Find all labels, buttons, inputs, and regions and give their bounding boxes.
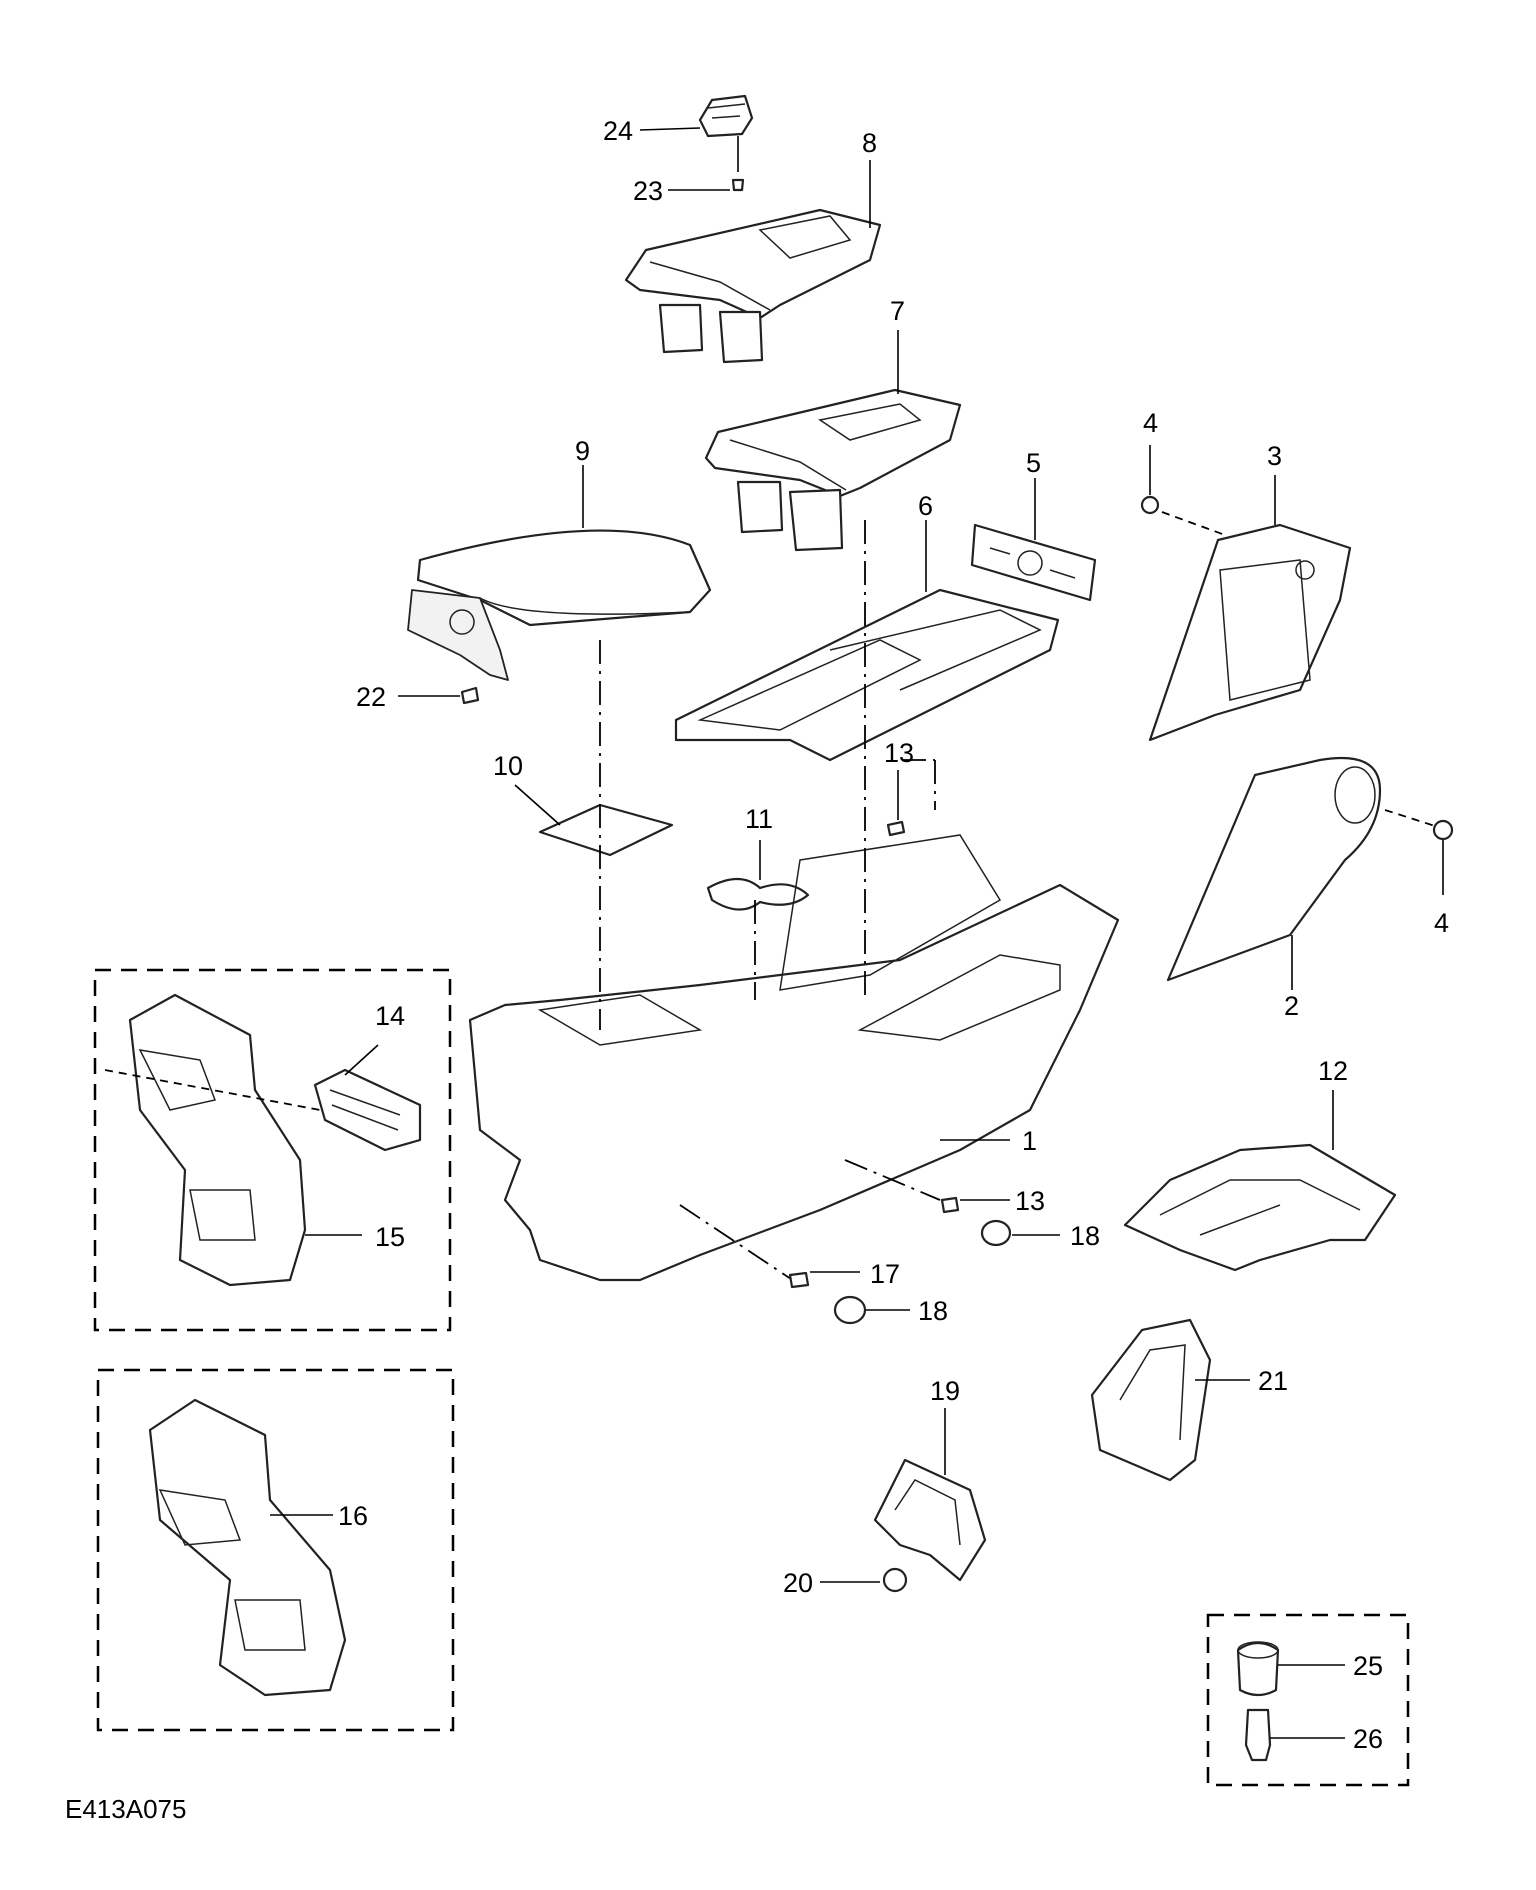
part-24-switch: [639, 94, 754, 172]
callout-18-lower: 18: [918, 1296, 948, 1326]
part-19-bracket: [873, 1408, 987, 1582]
part-10-mat: [514, 784, 674, 857]
callout-18-right: 18: [1070, 1221, 1100, 1251]
variant-box-c: [1206, 1613, 1410, 1787]
callout-12: 12: [1318, 1056, 1348, 1086]
part-2-side-panel: [1166, 756, 1382, 990]
part-21-bracket: [1090, 1318, 1250, 1482]
part-9-armrest: [407, 465, 712, 681]
part-23-screw: [668, 178, 745, 192]
part-8-cupholder-bezel: [624, 160, 882, 364]
part-5-switch-panel: [970, 478, 1097, 602]
callout-6: 6: [918, 491, 933, 521]
callout-16: 16: [338, 1501, 368, 1531]
callout-26: 26: [1353, 1724, 1383, 1754]
diagram-code: E413A075: [65, 1794, 186, 1824]
part-1-console-body: [468, 834, 1120, 1282]
callout-4-lower: 4: [1434, 908, 1449, 938]
part-16-rear-panel: [148, 1398, 347, 1697]
callout-17: 17: [870, 1259, 900, 1289]
part-6-top-trim: [674, 520, 1060, 762]
part-4-clip-upper: [1140, 445, 1226, 536]
callout-labels: 24 8 23 7 9 4 3 5 6 22 10 13 11 4 2 14 1…: [338, 116, 1449, 1754]
callout-24: 24: [603, 116, 633, 146]
callout-9: 9: [575, 436, 590, 466]
callout-15: 15: [375, 1222, 405, 1252]
callout-25: 25: [1353, 1651, 1383, 1681]
callout-7: 7: [890, 296, 905, 326]
assembly-axes: [599, 520, 941, 1286]
callout-1: 1: [1022, 1126, 1037, 1156]
callout-8: 8: [862, 128, 877, 158]
variant-box-a: [93, 968, 452, 1332]
callout-23: 23: [633, 176, 663, 206]
callout-11: 11: [745, 804, 773, 834]
part-4-clip-lower: [1384, 809, 1454, 895]
part-25-power-socket: [1236, 1641, 1345, 1697]
callout-19: 19: [930, 1376, 960, 1406]
variant-box-b: [96, 1368, 455, 1732]
part-11-liner: [706, 840, 810, 911]
part-7-cupholder-bezel: [704, 330, 962, 552]
callout-10: 10: [493, 751, 523, 781]
callout-20: 20: [783, 1568, 813, 1598]
part-12-bracket: [1123, 1090, 1397, 1272]
callout-3: 3: [1267, 441, 1282, 471]
part-20-nut: [820, 1567, 908, 1593]
part-13-screw-upper: [886, 770, 906, 837]
part-17-screw: [788, 1271, 860, 1289]
part-18-cap-lower: [833, 1295, 910, 1325]
part-14-vent: [104, 1044, 422, 1152]
callout-13-lower: 13: [1015, 1186, 1045, 1216]
part-13-screw-lower: [940, 1196, 1010, 1214]
part-26-usb-socket: [1244, 1708, 1345, 1762]
part-3-side-trim: [1148, 475, 1352, 742]
callout-14: 14: [375, 1001, 405, 1031]
callout-4-upper: 4: [1143, 408, 1158, 438]
part-18-cap-right: [980, 1219, 1060, 1247]
part-15-rear-panel: [128, 993, 362, 1287]
callout-5: 5: [1026, 448, 1041, 478]
callout-13-upper: 13: [884, 738, 914, 768]
callout-22: 22: [356, 682, 386, 712]
part-22-screw: [398, 686, 480, 705]
callout-21: 21: [1258, 1366, 1288, 1396]
callout-2: 2: [1284, 991, 1299, 1021]
